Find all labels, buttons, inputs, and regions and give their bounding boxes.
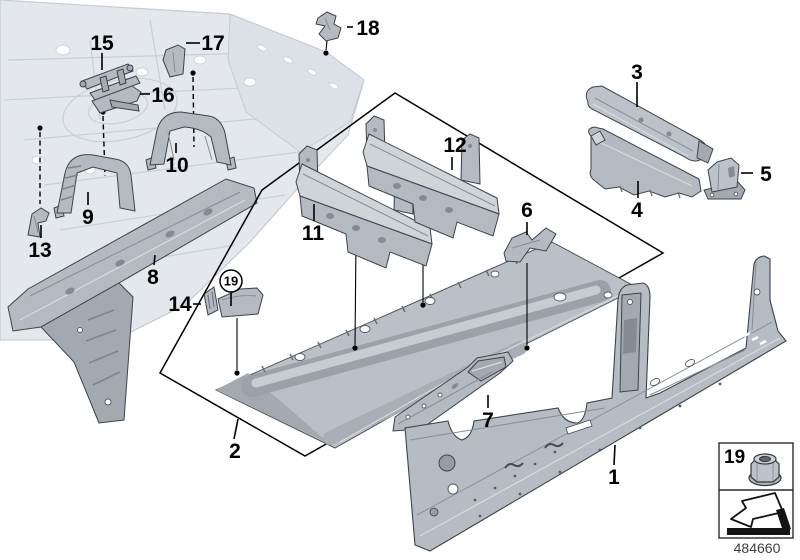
callout-5[interactable]: 5: [760, 163, 772, 186]
part-17-bracket: [162, 44, 186, 78]
callout-1[interactable]: 1: [608, 466, 620, 489]
callout-15[interactable]: 15: [90, 32, 114, 55]
part-16-bracket: [91, 85, 142, 114]
part-9-arch-bracket: [53, 154, 136, 219]
legend-box: 19: [718, 442, 794, 539]
callout-12[interactable]: 12: [443, 134, 466, 157]
callout-leader-lines: [40, 26, 753, 466]
callout-10[interactable]: 10: [165, 154, 188, 177]
callout-6[interactable]: 6: [521, 199, 533, 222]
part-14-bracket: [203, 286, 264, 318]
callout-13[interactable]: 13: [28, 239, 51, 262]
dashed-leader-lines: [37, 70, 196, 204]
part-10-arch-bracket: [145, 111, 237, 171]
callout-2[interactable]: 2: [229, 440, 241, 463]
circled-callout-19[interactable]: 19: [219, 269, 243, 293]
part-18-clamp: [315, 11, 342, 56]
callout-4[interactable]: 4: [631, 199, 643, 222]
callout-3[interactable]: 3: [631, 61, 643, 84]
legend-ref-number: 19: [724, 447, 745, 468]
callout-17[interactable]: 17: [201, 32, 224, 55]
part-15-bracket: [79, 63, 141, 101]
part-4-reinforcement-strip: [588, 126, 702, 199]
callout-14[interactable]: 14: [168, 293, 192, 316]
part-8-rail: [7, 178, 258, 424]
callout-7[interactable]: 7: [482, 409, 494, 432]
callout-18[interactable]: 18: [356, 17, 380, 40]
selection-outline: [158, 92, 665, 457]
part-3-reinforcement-strip: [585, 85, 714, 164]
install-direction-arrow-icon: [727, 492, 791, 535]
callout-11[interactable]: 11: [302, 222, 325, 245]
flange-nut-icon: [748, 453, 782, 487]
part-6-bracket: [503, 227, 557, 263]
callout-8[interactable]: 8: [147, 266, 159, 289]
circled-callout-19-label: 19: [224, 274, 238, 289]
part-13-bracket: [27, 207, 50, 238]
part-1-side-member: [404, 255, 787, 552]
part-5-bracket: [703, 157, 746, 200]
part-7-floor-extension: [392, 351, 514, 432]
callout-9[interactable]: 9: [82, 206, 94, 229]
diagram-code: 484660: [734, 540, 781, 556]
callout-16[interactable]: 16: [151, 84, 174, 107]
